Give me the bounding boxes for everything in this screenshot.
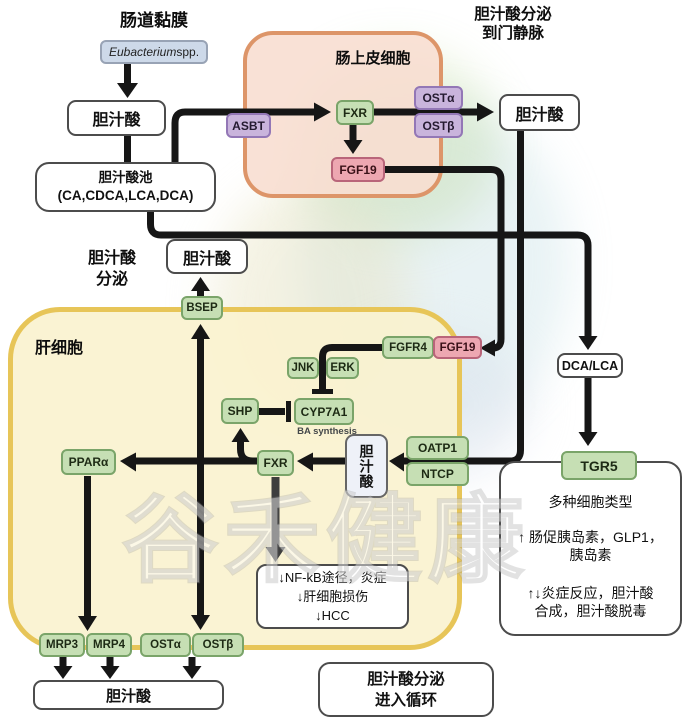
mrp3-label: MRP3: [46, 639, 78, 651]
ostb-epithelial-label: OSTβ: [422, 118, 455, 133]
circulation-node: 胆汁酸分泌 进入循环: [318, 662, 494, 717]
dca-lca-label: DCA/LCA: [561, 358, 619, 373]
hepatocyte-label: 肝细胞: [35, 340, 84, 357]
bsep-node: BSEP: [181, 296, 223, 320]
arrow-to-shp: [237, 442, 254, 465]
arrow-portal-to-hepatic-bileacid: [404, 131, 524, 465]
tgr5-node: TGR5: [561, 451, 637, 480]
tgr5-label: TGR5: [580, 457, 618, 474]
epithelial-cell-label: 肠上皮细胞: [335, 50, 411, 67]
arrow-pool-asbt-fxr: [171, 108, 314, 163]
pool-title: 胆汁酸池: [98, 170, 153, 185]
osta-hepatic-label: OSTα: [150, 639, 181, 651]
fgf19-epithelial-label: FGF19: [339, 162, 377, 177]
ostb-hepatic-node: OSTβ: [192, 633, 244, 657]
arrow-pool-to-dcalca: [147, 212, 592, 337]
fxr-hepatic-label: FXR: [263, 456, 288, 470]
bile-acid-pool-node: 胆汁酸池 (CA,CDCA,LCA,DCA): [35, 162, 216, 212]
asbt-label: ASBT: [232, 118, 265, 133]
ostb-hepatic-label: OSTβ: [202, 639, 234, 651]
circulation-line2: 进入循环: [374, 691, 437, 709]
bile-acid-bottom-node: 胆汁酸: [33, 680, 224, 710]
ntcp-node: NTCP: [406, 462, 469, 486]
intestinal-mucosa-title: 肠道黏膜: [120, 11, 188, 30]
ppara-label: PPARα: [68, 455, 109, 469]
nfkb-line2: ↓肝细胞损伤: [296, 589, 369, 604]
eubacterium-node: Eubacterium spp.: [100, 40, 208, 64]
cyp7a1-label: CYP7A1: [300, 404, 348, 419]
erk-node: ERK: [326, 357, 359, 379]
tgr5-inflammation-line2: 合成，胆汁酸脱毒: [534, 603, 647, 619]
tgr5-panel: 多种细胞类型 ↑ 肠促胰岛素，GLP1， 胰岛素 ↑↓炎症反应，胆汁酸 合成，胆…: [499, 461, 682, 636]
bsep-label: BSEP: [186, 302, 218, 314]
fgf19-hepatic-node: FGF19: [433, 336, 482, 359]
bile-acid-vertical-node: 胆汁酸: [345, 434, 388, 498]
bile-secretion-label: 胆汁酸 分泌: [72, 248, 152, 290]
fxr-epithelial-label: FXR: [343, 105, 367, 120]
eubacterium-genus: Eubacterium: [108, 45, 177, 59]
mrp4-node: MRP4: [86, 633, 132, 657]
bile-acid-top-label: 胆汁酸: [92, 112, 141, 129]
tgr5-incretin: ↑ 肠促胰岛素，GLP1， 胰岛素: [518, 528, 663, 564]
osta-hepatic-node: OSTα: [140, 633, 191, 657]
fgf19-hepatic-label: FGF19: [439, 341, 476, 354]
shp-label: SHP: [227, 404, 253, 418]
fgfr4-label: FGFR4: [389, 341, 427, 354]
ppara-node: PPARα: [61, 449, 116, 475]
bile-acid-bottom-label: 胆汁酸: [105, 687, 151, 705]
fxr-epithelial-node: FXR: [336, 100, 374, 125]
osta-epithelial-label: OSTα: [422, 91, 455, 105]
nfkb-line1: ↓NF-kB途径，炎症: [278, 570, 387, 585]
tgr5-cell-types: 多种细胞类型: [548, 494, 633, 510]
tgr5-inflammation-line1: ↑↓炎症反应，胆汁酸: [527, 585, 654, 601]
nfkb-line3: ↓HCC: [315, 608, 350, 623]
bile-acid-portal-label: 胆汁酸: [515, 106, 564, 124]
bile-acid-secreted-label: 胆汁酸: [182, 250, 231, 268]
portal-secretion-line2: 到门静脉: [481, 25, 544, 42]
portal-secretion-title: 胆汁酸分泌 到门静脉: [453, 5, 573, 43]
bile-secretion-line2: 分泌: [95, 271, 128, 288]
bile-acid-portal-node: 胆汁酸: [499, 94, 580, 131]
ba-synthesis-label: BA synthesis: [297, 426, 357, 437]
mrp4-label: MRP4: [93, 639, 125, 651]
osta-epithelial-node: OSTα: [414, 86, 463, 110]
circulation-line1: 胆汁酸分泌: [367, 670, 445, 688]
tgr5-incretin-line1: ↑ 肠促胰岛素，GLP1，: [518, 529, 663, 545]
asbt-node: ASBT: [226, 113, 271, 138]
bile-acid-secreted-node: 胆汁酸: [166, 239, 248, 274]
jnk-label: JNK: [291, 362, 315, 374]
bile-acid-vertical-label: 胆汁酸: [358, 443, 375, 489]
portal-secretion-line1: 胆汁酸分泌: [474, 6, 552, 23]
jnk-node: JNK: [287, 357, 319, 379]
mrp3-node: MRP3: [39, 633, 85, 657]
tgr5-inflammation: ↑↓炎症反应，胆汁酸 合成，胆汁酸脱毒: [528, 584, 654, 620]
bile-secretion-line1: 胆汁酸: [87, 250, 136, 267]
fgf19-epithelial-node: FGF19: [331, 157, 385, 182]
oatp1-node: OATP1: [406, 436, 469, 460]
bile-acid-top-node: 胆汁酸: [67, 100, 166, 136]
oatp1-label: OATP1: [417, 441, 458, 455]
shp-node: SHP: [221, 398, 259, 424]
fgfr4-node: FGFR4: [382, 336, 434, 359]
nfkb-panel: ↓NF-kB途径，炎症 ↓肝细胞损伤 ↓HCC: [256, 564, 409, 629]
fxr-hepatic-node: FXR: [257, 450, 294, 476]
ostb-epithelial-node: OSTβ: [414, 113, 463, 138]
pool-content: (CA,CDCA,LCA,DCA): [57, 188, 194, 203]
tgr5-incretin-line2: 胰岛素: [569, 547, 612, 563]
tbar-fgfr4-cyp7a1: [319, 344, 382, 389]
erk-label: ERK: [330, 362, 355, 374]
ntcp-label: NTCP: [421, 467, 454, 481]
arrow-fgf19-to-fgfr4: [385, 166, 505, 352]
cyp7a1-node: CYP7A1: [294, 398, 354, 425]
eubacterium-suffix: spp.: [176, 45, 200, 59]
dca-lca-node: DCA/LCA: [557, 353, 623, 378]
